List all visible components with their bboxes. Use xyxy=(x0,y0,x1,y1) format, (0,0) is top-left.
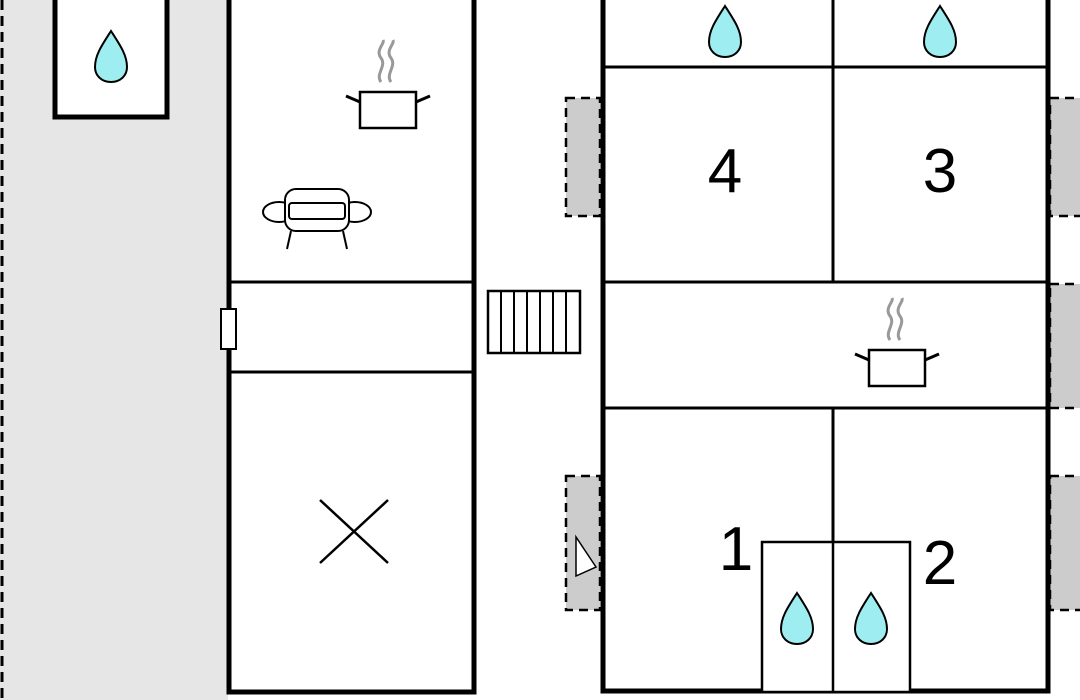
sofa-icon xyxy=(262,188,372,250)
room-number-2: 2 xyxy=(923,529,957,598)
room-number-4: 4 xyxy=(708,137,742,206)
right-wing xyxy=(600,0,1051,694)
entrance-arrow-icon xyxy=(575,534,598,578)
left-door xyxy=(220,308,237,350)
cooking-pot-icon xyxy=(854,297,940,388)
room-number-1: 1 xyxy=(719,515,753,584)
left-wing xyxy=(220,0,477,695)
outdoor-shower xyxy=(52,0,170,120)
staircase-icon xyxy=(486,289,582,355)
cross-icon xyxy=(319,499,389,564)
cooking-pot-icon xyxy=(345,39,431,130)
balconies xyxy=(564,96,1080,612)
room-number-3: 3 xyxy=(923,137,957,206)
